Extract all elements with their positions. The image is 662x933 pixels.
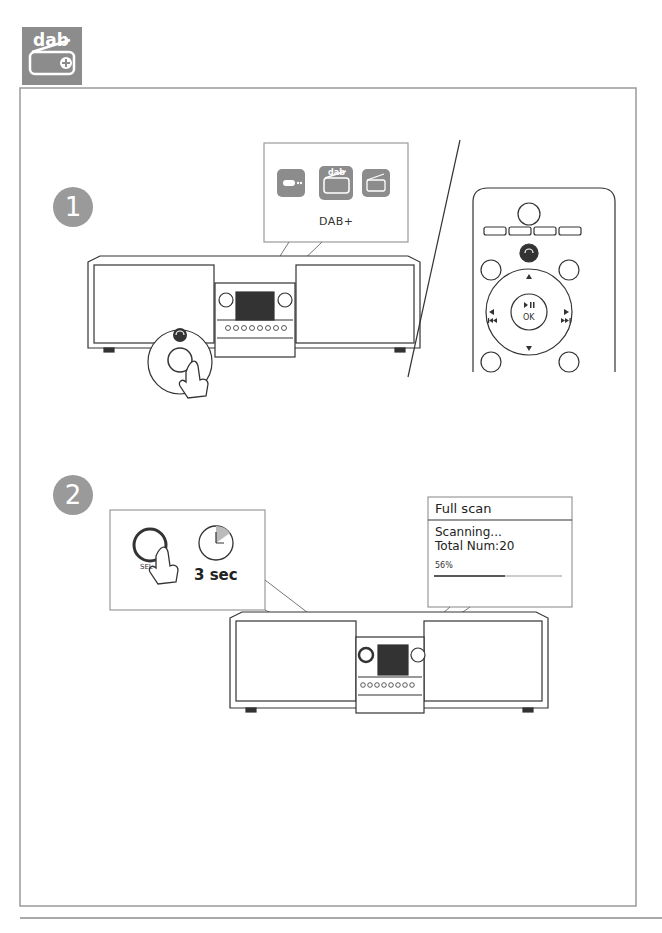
- node-text: Total Num:20: [435, 539, 514, 553]
- callout-box: 3 sec: [110, 510, 265, 610]
- logo-text: dab: [33, 30, 69, 50]
- step-number: 2: [53, 475, 93, 515]
- dab-source-icon: [319, 166, 353, 200]
- node-text: DAB+: [319, 215, 354, 228]
- remote-control: [473, 188, 615, 372]
- knob-label: SEL: [140, 563, 153, 571]
- clock-icon: [199, 526, 233, 560]
- radio-device: [88, 256, 420, 357]
- source-icon: [277, 169, 305, 197]
- finger: [179, 361, 208, 398]
- step-number-text: 1: [65, 192, 82, 222]
- node-text: Scanning...: [435, 525, 502, 539]
- node-text: 3 sec: [194, 566, 238, 584]
- radio-device: [230, 612, 548, 713]
- fm-source-icon: [362, 169, 390, 197]
- step-number: 1: [53, 187, 93, 227]
- page-frame: [20, 88, 636, 906]
- screen-display: Full scanScanning...Total Num:20 56%: [428, 497, 572, 607]
- step-number-text: 2: [65, 480, 82, 510]
- finger: [149, 547, 178, 584]
- node-text: Full scan: [435, 501, 492, 516]
- icon-text: dab: [328, 168, 345, 177]
- button-label: OK: [523, 313, 535, 322]
- callout-box: DAB+: [264, 143, 408, 242]
- dab-icon: [22, 27, 82, 85]
- node-text: 56%: [435, 561, 453, 570]
